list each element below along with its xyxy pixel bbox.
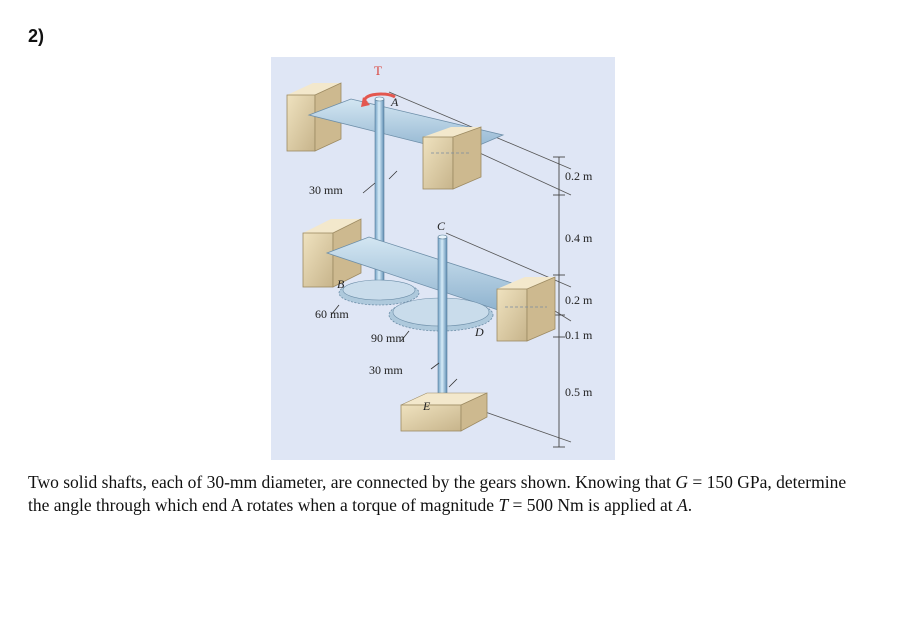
problem-statement: Two solid shafts, each of 30-mm diameter… [28,471,858,517]
dimension-line [553,156,565,448]
label-pointers [330,170,458,388]
label-c: C [437,219,446,233]
label-dim-4: 0.1 m [565,328,593,342]
variable-t: T [498,495,509,515]
label-dim-5: 0.5 m [565,385,593,399]
torque-arrow [361,92,396,107]
label-dim-1: 0.2 m [565,169,593,183]
label-t: T [374,63,382,78]
problem-text-3: = 500 Nm is applied at [508,495,677,515]
label-dim-3: 0.2 m [565,293,593,307]
gear-b [338,279,420,306]
label-e: E [423,399,431,413]
label-dim-2: 0.4 m [565,231,593,245]
problem-text-1: Two solid shafts, each of 30-mm diameter… [28,472,676,492]
label-shaft-bottom-diameter: 30 mm [369,363,403,377]
label-shaft-top-diameter: 30 mm [309,183,343,197]
label-gear-d-radius: 90 mm [371,331,405,345]
label-b: B [337,277,345,291]
support-block-middle-right [496,276,556,342]
gear-shaft-figure: T A 30 mm C B 60 mm 90 mm D 30 mm E 0.2 … [271,57,615,460]
support-block-bottom [400,392,488,432]
problem-text-4: . [687,495,693,515]
variable-g: G [675,472,688,492]
shaft-ce [437,236,448,408]
figure-drawing [286,82,572,448]
problem-text-2: = 150 GPa, determine the angle through w… [28,472,847,515]
label-d: D [475,325,484,339]
label-gear-b-radius: 60 mm [315,307,349,321]
question-number: 2) [28,26,45,46]
label-a: A [391,95,399,109]
support-block-top-right [422,126,482,190]
variable-a: A [676,495,688,515]
